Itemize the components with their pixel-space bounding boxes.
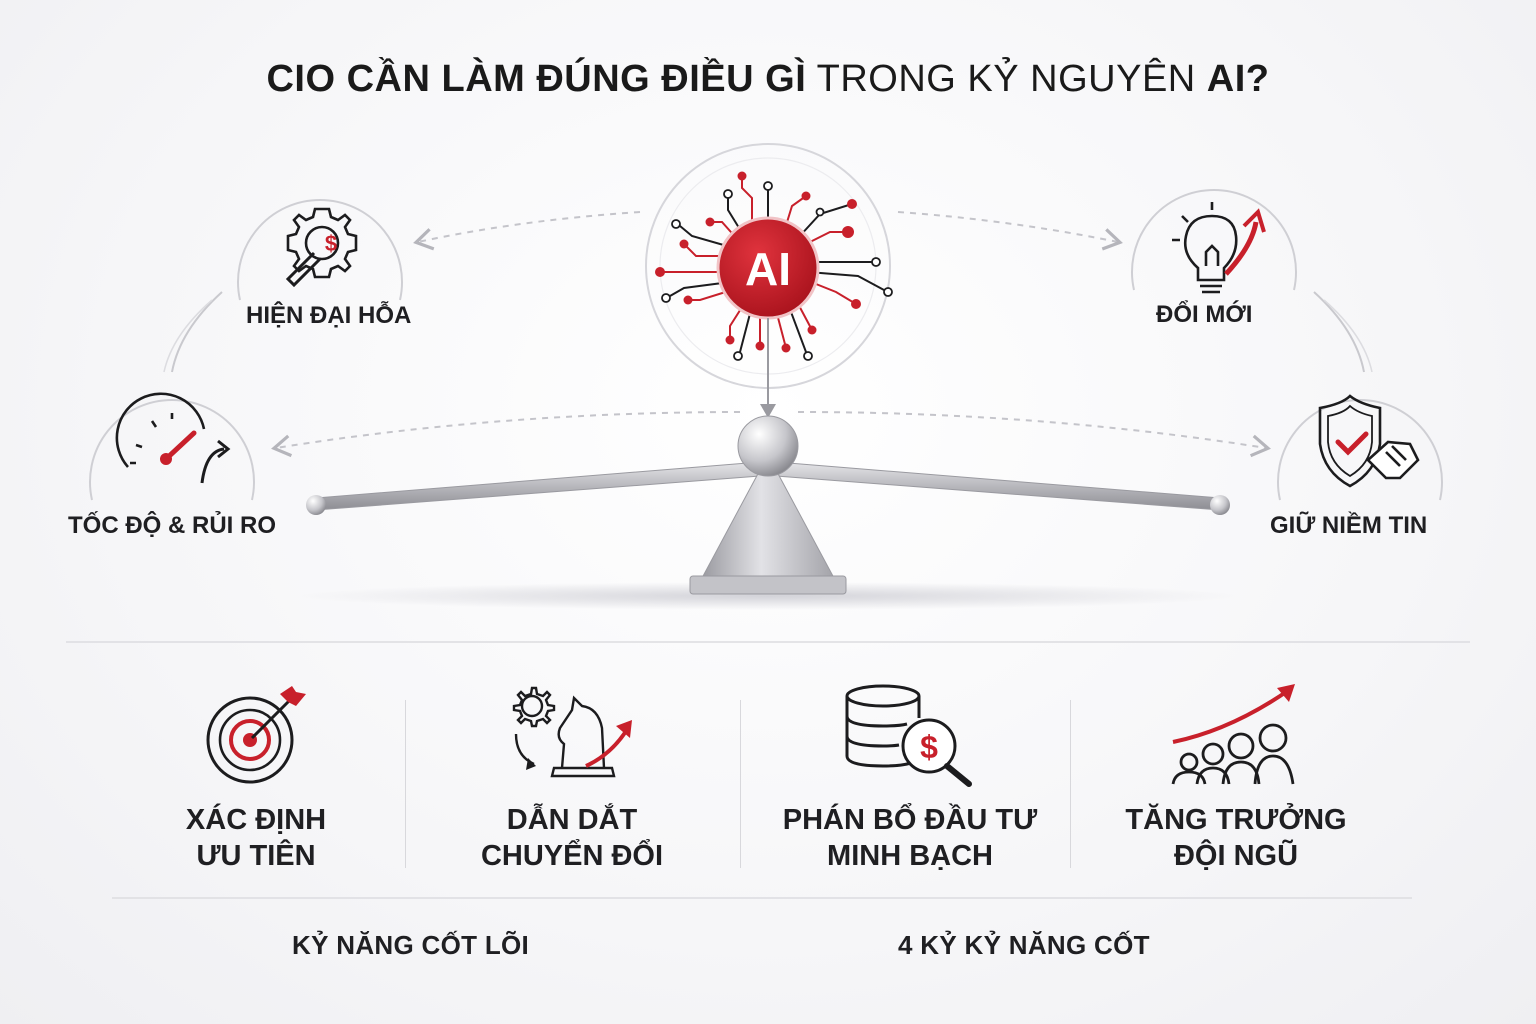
- arrow-to-speed: [271, 411, 741, 458]
- scale-base: [701, 469, 835, 579]
- skill-invest-line2: MINH BẠCH: [827, 840, 993, 872]
- skill-prioritize-line1: XÁC ĐỊNH: [185, 804, 327, 836]
- arrow-to-trust: [797, 411, 1271, 458]
- beam-end-right: [1210, 495, 1230, 515]
- scale-pivot: [737, 415, 799, 477]
- svg-text:$: $: [920, 729, 938, 765]
- label-trust: GIỮ NIỀM TIN: [1270, 512, 1428, 539]
- title-thin: TRONG KỶ NGUYÊN: [806, 58, 1207, 100]
- page-title: CIO CẦN LÀM ĐÚNG ĐIỀU GÌ TRONG KỶ NGUYÊN…: [0, 58, 1536, 101]
- skill-prioritize-line2: ƯU TIÊN: [196, 840, 316, 872]
- title-question-mark: ?: [1245, 58, 1270, 100]
- svg-text:$: $: [325, 231, 337, 256]
- team-growth-icon: [1171, 684, 1295, 785]
- arrow-to-modernize: [413, 211, 641, 251]
- skill-invest: $ PHÁN BỔ ĐẦU TƯ MINH BẠCH: [760, 680, 1060, 874]
- arrow-to-innovate: [897, 211, 1123, 251]
- skill-prioritize: XÁC ĐỊNH ƯU TIÊN: [106, 680, 406, 874]
- shield-handshake-icon: [1318, 394, 1420, 488]
- ai-badge-text: AI: [745, 243, 791, 295]
- skill-team-line2: ĐỘI NGŨ: [1173, 840, 1299, 872]
- title-ai: AI: [1206, 58, 1246, 100]
- title-main: CIO CẦN LÀM ĐÚNG ĐIỀU GÌ: [266, 58, 807, 100]
- separator-2: [740, 700, 741, 868]
- label-speed-risk: TỐC ĐỘ & RỦI RO: [68, 512, 276, 539]
- beam-end-left: [306, 495, 326, 515]
- skill-team: TĂNG TRƯỞNG ĐỘI NGŨ: [1086, 680, 1386, 874]
- skill-transform: DẪN DẮT CHUYỂN ĐỔI: [422, 680, 722, 874]
- target-icon: [206, 686, 306, 784]
- label-modernize: HIỆN ĐẠI HỖA: [246, 302, 412, 329]
- speedometer-icon: [115, 392, 231, 484]
- skill-transform-line1: DẪN DẮT: [506, 804, 638, 836]
- circle-speed: [89, 399, 255, 501]
- lightbulb-growth-icon: [1172, 202, 1266, 294]
- gear-wrench-icon: $: [285, 207, 358, 288]
- footer-right: 4 KỶ KỶ NĂNG CỐT: [898, 930, 1150, 960]
- circle-trust: [1277, 399, 1443, 501]
- label-innovate: ĐỔI MỚI: [1156, 301, 1253, 328]
- separator-3: [1070, 700, 1071, 868]
- circle-modernize: [237, 199, 403, 301]
- chess-knight-icon: [512, 686, 632, 778]
- connector-left: [171, 291, 223, 373]
- skill-invest-line1: PHÁN BỔ ĐẦU TƯ: [782, 804, 1038, 836]
- skill-team-line1: TĂNG TRƯỞNG: [1125, 804, 1347, 836]
- footer-left: KỶ NĂNG CỐT LÕI: [292, 930, 530, 960]
- skill-transform-line2: CHUYỂN ĐỔI: [480, 840, 664, 872]
- scale-shadow: [298, 582, 1238, 610]
- circle-innovate: [1131, 189, 1297, 291]
- connector-right: [1313, 291, 1365, 373]
- database-magnifier-icon: $: [845, 684, 972, 787]
- separator-1: [405, 700, 406, 868]
